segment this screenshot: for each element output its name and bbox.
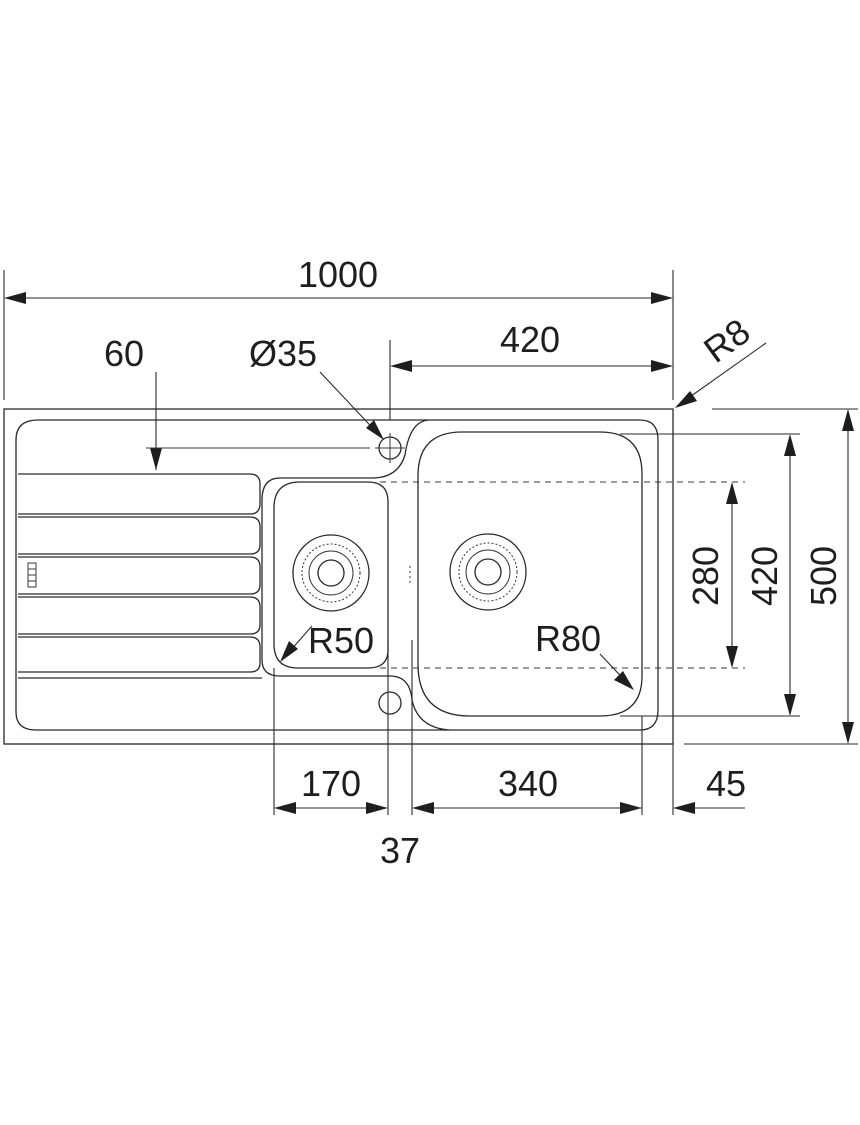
label-main-bowl-width: 340 xyxy=(498,763,558,804)
main-drain-center xyxy=(474,558,502,586)
label-small-bowl-radius: R50 xyxy=(308,620,374,661)
drainer-rib xyxy=(18,596,261,635)
drainer-rib xyxy=(18,636,261,673)
dimension-small-bowl-radius: R50 xyxy=(280,620,374,662)
label-corner-radius: R8 xyxy=(696,310,757,370)
small-bowl-outline xyxy=(273,481,389,669)
small-bowl xyxy=(273,481,389,669)
main-drain-ring xyxy=(465,549,511,595)
main-rim xyxy=(430,419,659,731)
drainer-rib xyxy=(18,556,261,595)
small-drain-outer xyxy=(292,534,370,612)
tap-holes xyxy=(375,433,405,715)
label-inner-depth: 280 xyxy=(685,546,726,606)
dimension-inner-depth: 280 xyxy=(685,482,738,668)
dimension-tap-to-edge: 420 xyxy=(389,319,673,420)
drainer-rib xyxy=(18,473,261,515)
drainer-rib xyxy=(18,516,261,555)
label-main-bowl-radius: R80 xyxy=(535,618,601,659)
label-overall-width: 1000 xyxy=(298,254,378,295)
label-bowl-gap: 37 xyxy=(380,830,420,871)
drainer-ribs xyxy=(18,473,262,679)
label-small-bowl-width: 170 xyxy=(301,763,361,804)
label-main-bowl-zone: 420 xyxy=(500,319,560,360)
sink-outer-frame xyxy=(3,408,674,745)
dimension-bottom-row: 170 340 45 37 xyxy=(273,640,746,871)
dimension-drainer-offset: 60 xyxy=(104,333,370,470)
sink-inner-rim xyxy=(15,419,451,731)
waste-hole-icon xyxy=(378,691,402,715)
main-bowl-outline xyxy=(417,431,643,717)
label-drainer-offset: 60 xyxy=(104,333,144,374)
main-bowl xyxy=(409,431,643,717)
sink-outline xyxy=(3,408,674,745)
dimension-tap-hole: Ø35 xyxy=(249,333,384,440)
small-drain-center xyxy=(317,559,345,587)
dimension-main-bowl-radius: R80 xyxy=(535,618,634,690)
dimension-overall-depth: 500 xyxy=(684,408,858,745)
label-rim-margin: 45 xyxy=(706,763,746,804)
label-overall-depth: 500 xyxy=(803,546,844,606)
small-drain-ring xyxy=(308,550,354,596)
dimension-overall-width: 1000 xyxy=(3,254,674,400)
label-tap-hole: Ø35 xyxy=(249,333,317,374)
dimension-main-bowl-depth: 420 xyxy=(620,433,800,717)
main-drain-outer xyxy=(449,533,527,611)
dimension-corner-radius: R8 xyxy=(675,310,767,408)
small-drain-grille xyxy=(301,543,361,603)
label-main-bowl-depth: 420 xyxy=(744,546,785,606)
main-drain-grille xyxy=(458,542,518,602)
